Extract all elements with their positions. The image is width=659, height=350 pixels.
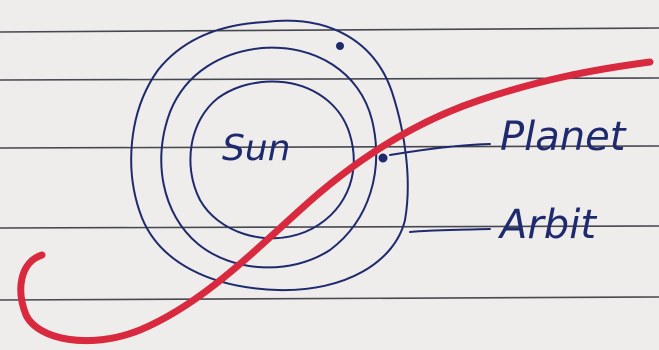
planet-dot-outer — [336, 42, 344, 50]
orbit-pointer-line — [410, 229, 490, 232]
orbit-label: Arbit — [497, 202, 597, 248]
ruled-line — [0, 297, 659, 300]
ruled-line — [0, 28, 659, 32]
sun-label: Sun — [222, 128, 290, 169]
planet-dot — [379, 154, 388, 163]
ruled-lines — [0, 28, 659, 300]
planet-label: Planet — [500, 114, 627, 160]
